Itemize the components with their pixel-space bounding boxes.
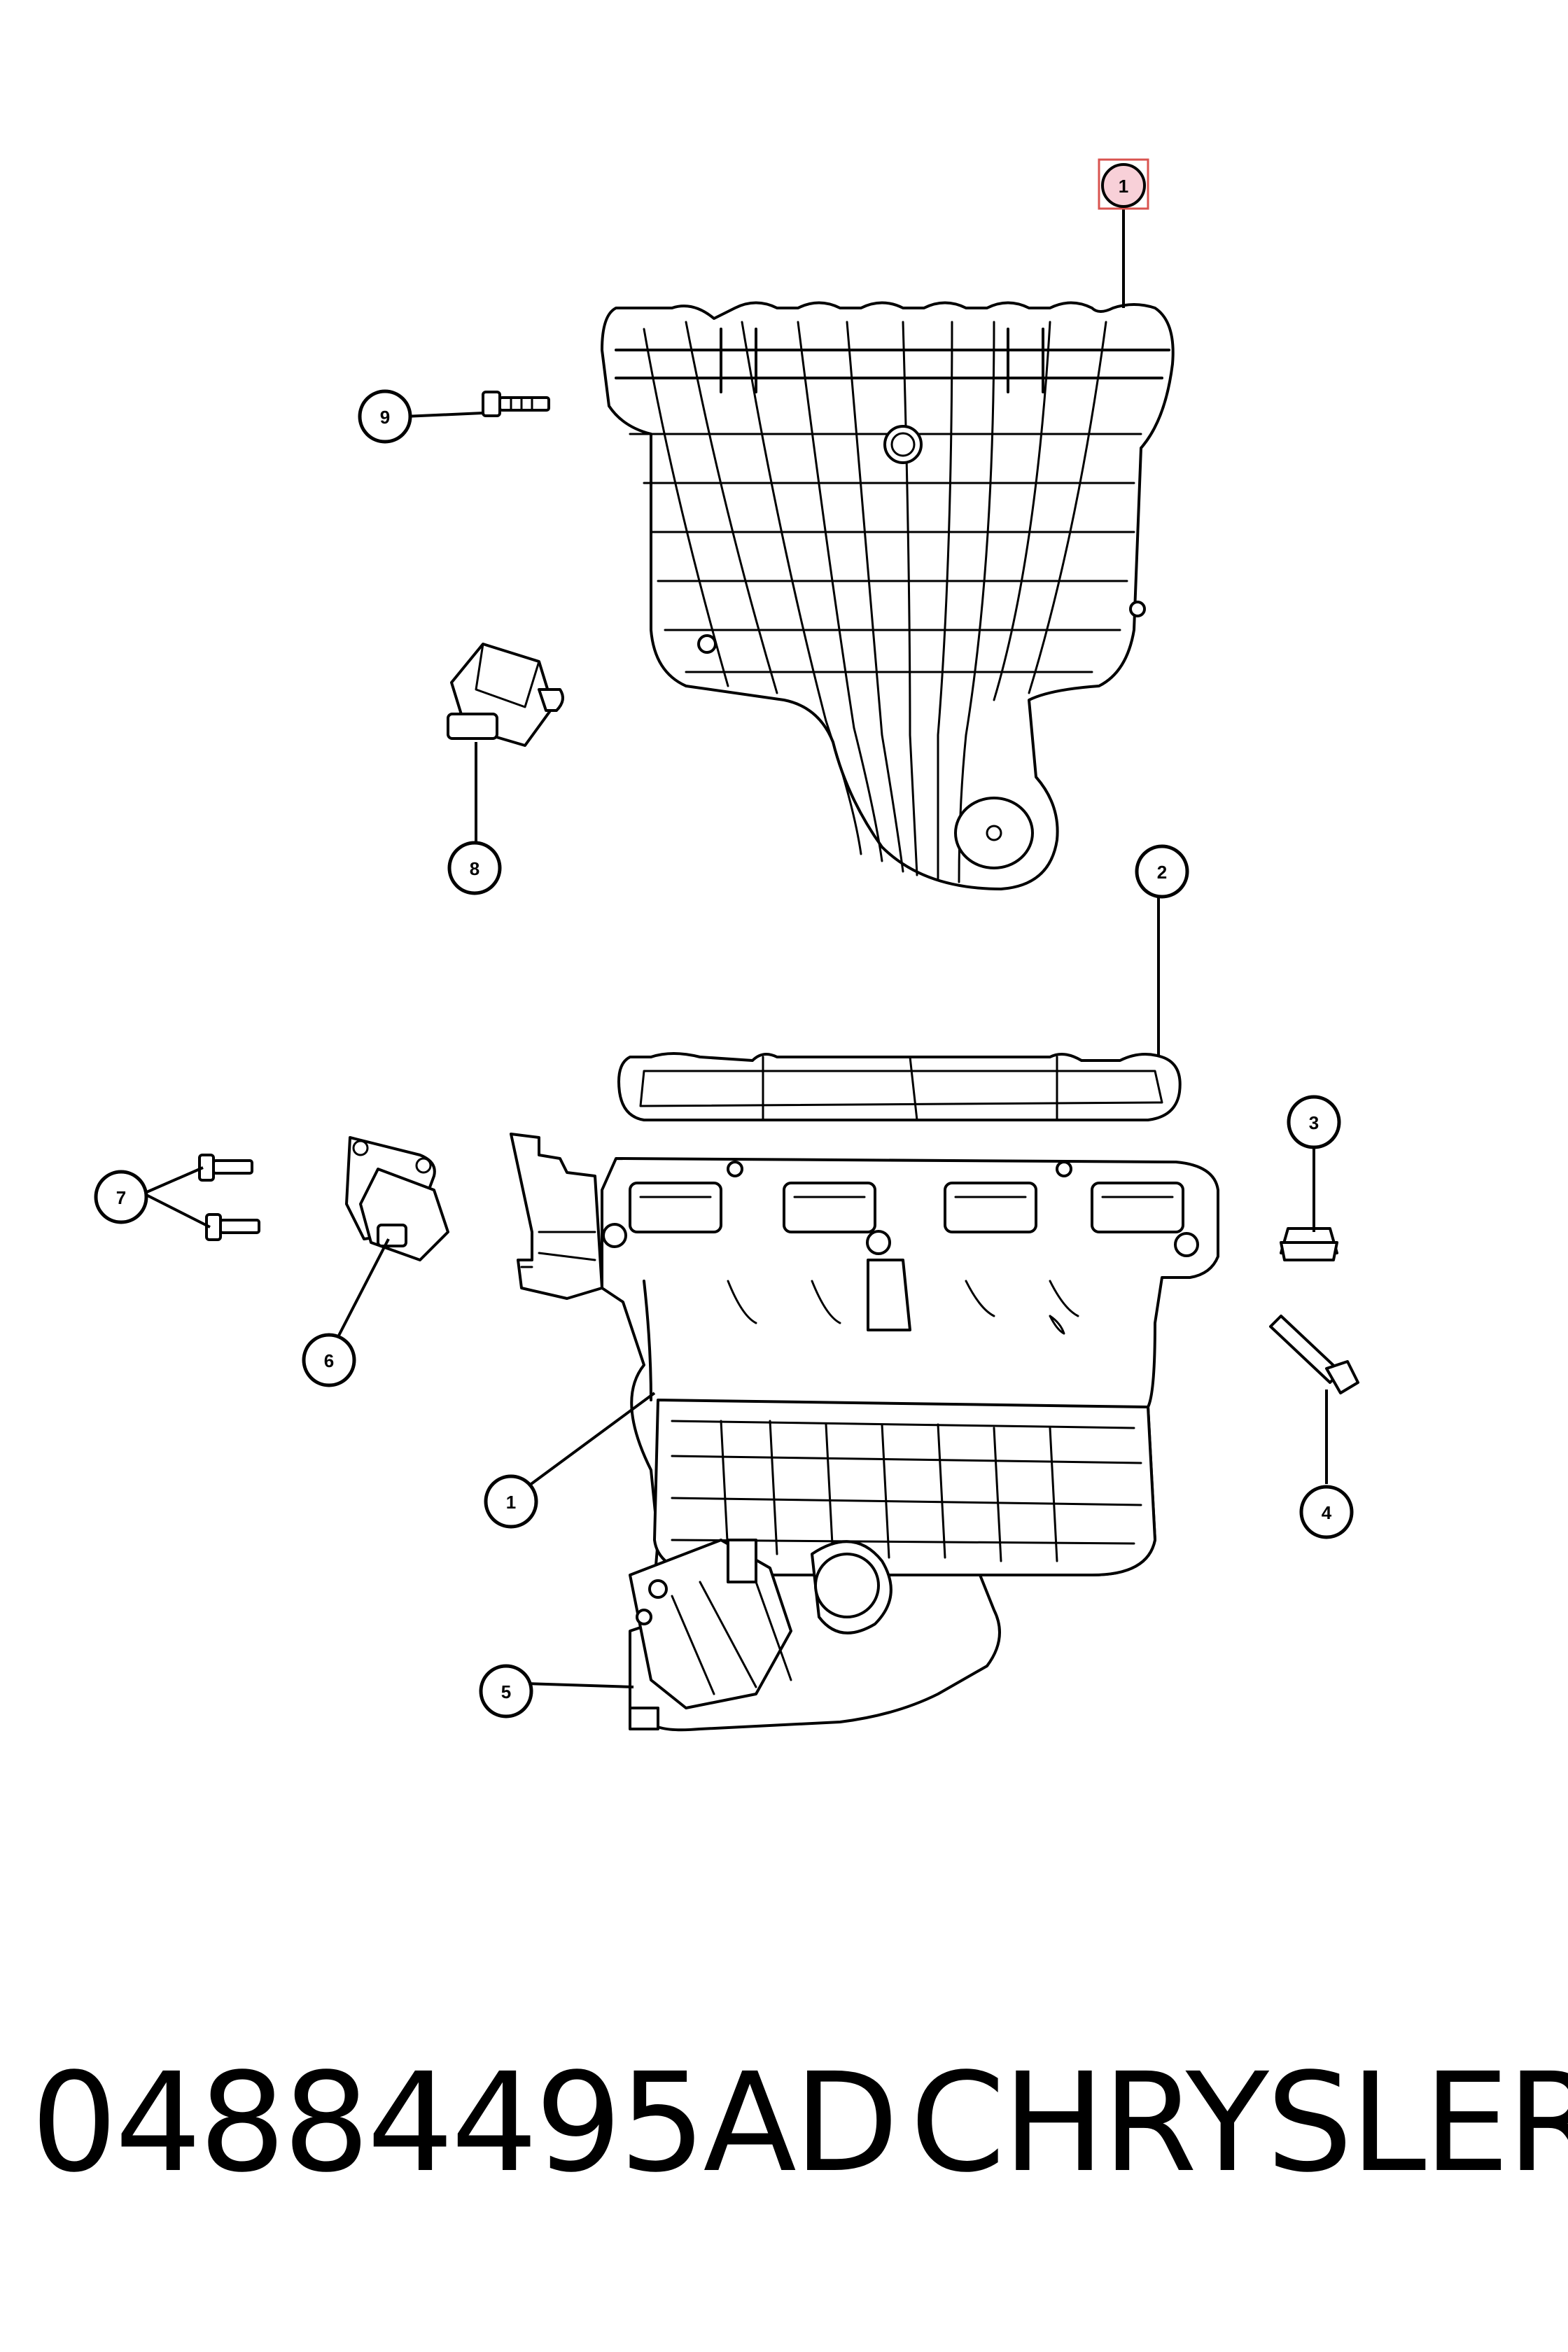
long-bolt-part-4	[1269, 1315, 1359, 1394]
nut-part-3	[1280, 1227, 1338, 1261]
sensor-bracket-part-6	[345, 1136, 449, 1261]
callout-7: 7	[94, 1170, 148, 1224]
callout-8-label: 8	[470, 858, 479, 879]
callout-4-label: 4	[1322, 1502, 1332, 1523]
manifold-bolt-part-9	[482, 391, 550, 417]
callout-1-label: 1	[1119, 176, 1128, 197]
callout-4: 4	[1299, 1485, 1354, 1539]
callout-6-label: 6	[324, 1350, 334, 1371]
callout-1-top: 1	[1098, 158, 1149, 210]
leader-lines	[143, 200, 1328, 1688]
callout-1-highlight-box	[1098, 158, 1149, 210]
callout-2-label: 2	[1157, 862, 1167, 883]
callout-1-bottom: 1	[484, 1474, 538, 1529]
gasket-part-2	[617, 1052, 1182, 1121]
callout-3-label: 3	[1309, 1112, 1319, 1133]
upper-intake-manifold	[601, 301, 1175, 890]
callout-8: 8	[447, 841, 502, 895]
callout-7-label: 7	[116, 1187, 126, 1208]
part-number: 04884495AD	[31, 2043, 899, 2202]
callout-9: 9	[358, 389, 412, 444]
callout-5: 5	[479, 1664, 533, 1718]
studs-part-7	[198, 1154, 260, 1241]
callout-5-label: 5	[501, 1681, 511, 1702]
callout-1b-label: 1	[506, 1492, 516, 1513]
callout-6: 6	[302, 1333, 356, 1387]
callout-3: 3	[1287, 1095, 1341, 1149]
brand-name: CHRYSLER	[910, 2043, 1568, 2202]
callout-9-label: 9	[380, 407, 390, 428]
map-sensor-part-8	[447, 643, 564, 747]
callout-2: 2	[1135, 844, 1189, 899]
lower-intake-manifold	[510, 1133, 1219, 1732]
